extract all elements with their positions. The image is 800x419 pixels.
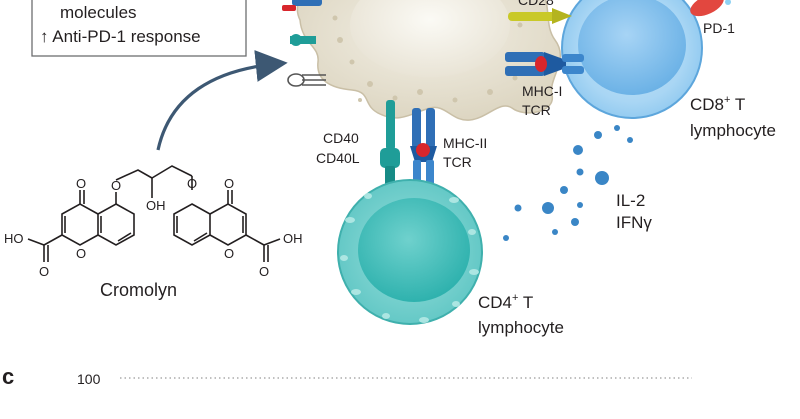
cd28-receptor bbox=[508, 8, 572, 24]
right-pyranone-ring bbox=[209, 203, 247, 246]
tcr-cd4-label: TCR bbox=[443, 154, 472, 170]
cytokine-label-1: IL-2 bbox=[616, 191, 645, 210]
cromolyn-label: Cromolyn bbox=[100, 280, 177, 300]
legend-line-1: molecules bbox=[60, 3, 137, 22]
dendritic-cell bbox=[296, 0, 561, 121]
cytokine-label-2: IFNγ bbox=[616, 213, 652, 232]
red-receptor-icon bbox=[282, 5, 296, 11]
left-benzene-ring bbox=[97, 203, 135, 246]
cd8-t-cell bbox=[561, 0, 731, 119]
grey-receptor-icon bbox=[287, 73, 326, 87]
cd4-nucleus bbox=[358, 198, 470, 302]
cd40-head bbox=[380, 148, 400, 168]
dc-left-receptors bbox=[282, 0, 326, 87]
cromolyn-structure bbox=[27, 165, 281, 262]
atom-o-ketone-right: O bbox=[224, 176, 234, 191]
blue-receptor-icon bbox=[292, 0, 322, 6]
legend-line-2: ↑ Anti-PD-1 response bbox=[40, 27, 201, 46]
cd8-cell-label: CD8+ T bbox=[690, 94, 745, 114]
mhc1-label: MHC-I bbox=[522, 83, 562, 99]
atom-o-ring-left: O bbox=[76, 246, 86, 261]
cytokine-dots bbox=[503, 125, 633, 241]
mhc2-label: MHC-II bbox=[443, 135, 487, 151]
atom-o-ether-right: O bbox=[187, 176, 197, 191]
atom-ho-left: HO bbox=[4, 231, 24, 246]
panel-c-tick-100: 100 bbox=[77, 371, 101, 387]
left-pyranone-ring bbox=[61, 203, 99, 246]
atom-o-ether-left: O bbox=[111, 178, 121, 193]
atom-oh-right: OH bbox=[283, 231, 303, 246]
cd40-label: CD40 bbox=[323, 130, 359, 146]
atom-o-acid-left: O bbox=[39, 264, 49, 279]
cd40l-label: CD40L bbox=[316, 150, 360, 166]
pd1-label: PD-1 bbox=[703, 20, 735, 36]
right-benzene-ring bbox=[173, 203, 211, 246]
cd8-nucleus bbox=[578, 0, 686, 95]
panel-c-label: c bbox=[2, 364, 14, 389]
cd4-cell-label: CD4+ T bbox=[478, 292, 533, 312]
cd8-cell-label-line2: lymphocyte bbox=[690, 121, 776, 140]
mhc1-tcr-complex bbox=[505, 52, 584, 76]
cd4-cell-label-line2: lymphocyte bbox=[478, 318, 564, 337]
atom-o-acid-right: O bbox=[259, 264, 269, 279]
mhc2-tcr-complex bbox=[410, 108, 437, 190]
atom-oh-center: OH bbox=[146, 198, 166, 213]
legend-border bbox=[31, 0, 247, 57]
atom-o-ketone-left: O bbox=[76, 176, 86, 191]
atom-o-ring-right: O bbox=[224, 246, 234, 261]
tcr-cd8-label: TCR bbox=[522, 102, 551, 118]
cd4-t-cell bbox=[337, 179, 483, 325]
cd40-stem bbox=[386, 100, 395, 150]
legend-box: molecules ↑ Anti-PD-1 response bbox=[31, 0, 247, 57]
cromolyn-arrow bbox=[156, 49, 288, 151]
cd28-label: CD28 bbox=[518, 0, 554, 8]
dendritic-nucleus bbox=[350, 0, 510, 77]
pd1-dot-icon-2 bbox=[725, 0, 731, 5]
pd1-receptor bbox=[690, 0, 724, 17]
